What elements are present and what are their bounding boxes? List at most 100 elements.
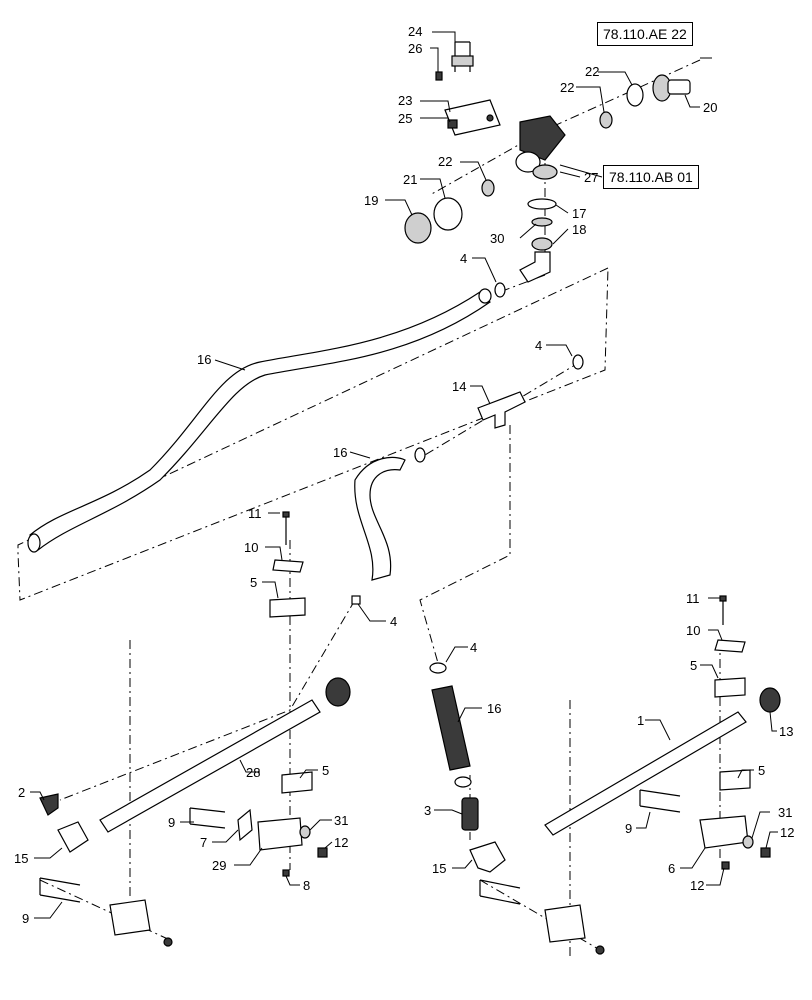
plate-10-right[interactable] — [714, 639, 746, 653]
callout-9-a[interactable]: 9 — [168, 815, 175, 830]
callout-4-a[interactable]: 4 — [460, 251, 467, 266]
clamp-22-top[interactable] — [626, 83, 644, 107]
callout-11-a[interactable]: 11 — [248, 506, 262, 521]
callout-8[interactable]: 8 — [303, 878, 310, 893]
callout-11-b[interactable]: 11 — [686, 591, 700, 606]
clamp-4-b[interactable] — [572, 354, 584, 370]
hose-16-short[interactable] — [431, 685, 471, 771]
clamp-half-5-a[interactable] — [269, 597, 306, 618]
callout-1[interactable]: 1 — [637, 713, 644, 728]
clamp-half-5-b[interactable] — [281, 771, 313, 794]
callout-3[interactable]: 3 — [424, 803, 431, 818]
callout-22-top[interactable]: 22 — [585, 64, 599, 79]
elbow-2[interactable] — [39, 793, 59, 816]
reference-78-110-ab-01[interactable]: 78.110.AB 01 — [603, 165, 699, 189]
clamp-21[interactable] — [433, 197, 463, 231]
callout-10-a[interactable]: 10 — [244, 540, 258, 555]
clamp-4-e[interactable] — [429, 662, 447, 674]
callout-20[interactable]: 20 — [703, 100, 717, 115]
callout-4-b[interactable]: 4 — [535, 338, 542, 353]
callout-15-left[interactable]: 15 — [14, 851, 28, 866]
valve-27[interactable] — [515, 115, 566, 180]
callout-30[interactable]: 30 — [490, 231, 504, 246]
callout-16-c[interactable]: 16 — [487, 701, 501, 716]
oring-22-right[interactable] — [599, 111, 613, 129]
tube-28[interactable] — [99, 677, 351, 833]
callout-9-c[interactable]: 9 — [22, 911, 29, 926]
oring-22-left[interactable] — [481, 179, 495, 197]
tee-fitting-14[interactable] — [477, 391, 526, 429]
callout-12-left[interactable]: 12 — [334, 835, 348, 850]
callout-12-right-a[interactable]: 12 — [780, 825, 794, 840]
callout-18[interactable]: 18 — [572, 222, 586, 237]
callout-31-left[interactable]: 31 — [334, 813, 348, 828]
callout-2[interactable]: 2 — [18, 785, 25, 800]
reference-78-110-ae-22[interactable]: 78.110.AE 22 — [597, 22, 693, 46]
callout-28[interactable]: 28 — [246, 765, 260, 780]
u-bolt-9-c[interactable] — [639, 789, 681, 813]
clamp-17[interactable] — [527, 198, 557, 210]
clamp-4-d[interactable] — [351, 595, 361, 605]
callout-25[interactable]: 25 — [398, 111, 412, 126]
elbow-fitting[interactable] — [519, 251, 551, 283]
bolt-11-left[interactable] — [282, 511, 290, 545]
clamp-4-a[interactable] — [494, 282, 506, 298]
hose-16-long[interactable] — [27, 288, 492, 553]
elbow-15-right[interactable] — [469, 841, 506, 873]
callout-22-left[interactable]: 22 — [438, 154, 452, 169]
callout-5-b[interactable]: 5 — [690, 658, 697, 673]
u-bolt-9-d[interactable] — [479, 879, 521, 905]
barb-fitting-3[interactable] — [461, 797, 479, 831]
callout-17[interactable]: 17 — [572, 206, 586, 221]
callout-13[interactable]: 13 — [779, 724, 793, 739]
nut-12-right-b[interactable] — [721, 861, 730, 870]
elbow-15-left[interactable] — [57, 821, 89, 853]
callout-24[interactable]: 24 — [408, 24, 422, 39]
bracket-6[interactable] — [699, 815, 749, 849]
callout-14[interactable]: 14 — [452, 379, 466, 394]
hose-16-middle[interactable] — [354, 456, 406, 581]
cap-13[interactable] — [759, 687, 781, 713]
callout-29[interactable]: 29 — [212, 858, 226, 873]
fitting-20[interactable] — [652, 74, 691, 102]
callout-9-b[interactable]: 9 — [625, 821, 632, 836]
screw-26[interactable] — [435, 71, 443, 81]
callout-19[interactable]: 19 — [364, 193, 378, 208]
plate-7[interactable] — [237, 808, 253, 842]
callout-5-d[interactable]: 5 — [758, 763, 765, 778]
callout-7[interactable]: 7 — [200, 835, 207, 850]
bracket-29[interactable] — [257, 817, 303, 851]
plate-10-left[interactable] — [272, 559, 304, 573]
tube-1[interactable] — [544, 711, 747, 836]
bolt-11-right[interactable] — [719, 595, 727, 625]
callout-4-d[interactable]: 4 — [470, 640, 477, 655]
nut-12-left[interactable] — [317, 847, 328, 858]
callout-5-a[interactable]: 5 — [250, 575, 257, 590]
callout-12-right-b[interactable]: 12 — [690, 878, 704, 893]
callout-16-b[interactable]: 16 — [333, 445, 347, 460]
callout-6[interactable]: 6 — [668, 861, 675, 876]
bolt-8[interactable] — [282, 869, 290, 877]
washer-18[interactable] — [531, 237, 553, 251]
callout-10-b[interactable]: 10 — [686, 623, 700, 638]
u-bolt-24[interactable] — [451, 41, 474, 72]
callout-15-right[interactable]: 15 — [432, 861, 446, 876]
clamp-half-5-d[interactable] — [719, 769, 751, 791]
clamp-4-f[interactable] — [454, 776, 472, 788]
washer-31-right[interactable] — [742, 835, 754, 849]
clamp-half-5-c[interactable] — [714, 677, 746, 698]
bracket-23[interactable] — [444, 99, 501, 136]
cap-19[interactable] — [404, 212, 432, 244]
callout-27[interactable]: 27 — [584, 170, 598, 185]
u-bolt-9-b[interactable] — [39, 877, 81, 903]
nut-25[interactable] — [447, 119, 458, 129]
callout-22-right[interactable]: 22 — [560, 80, 574, 95]
clamp-4-c[interactable] — [414, 447, 426, 463]
washer-31-left[interactable] — [299, 825, 311, 839]
u-bolt-9-a[interactable] — [189, 807, 226, 829]
lower-bracket-left[interactable] — [109, 899, 173, 947]
callout-31-right[interactable]: 31 — [778, 805, 792, 820]
oring-30[interactable] — [531, 217, 553, 227]
callout-16-a[interactable]: 16 — [197, 352, 211, 367]
nut-12-right-a[interactable] — [760, 847, 771, 858]
